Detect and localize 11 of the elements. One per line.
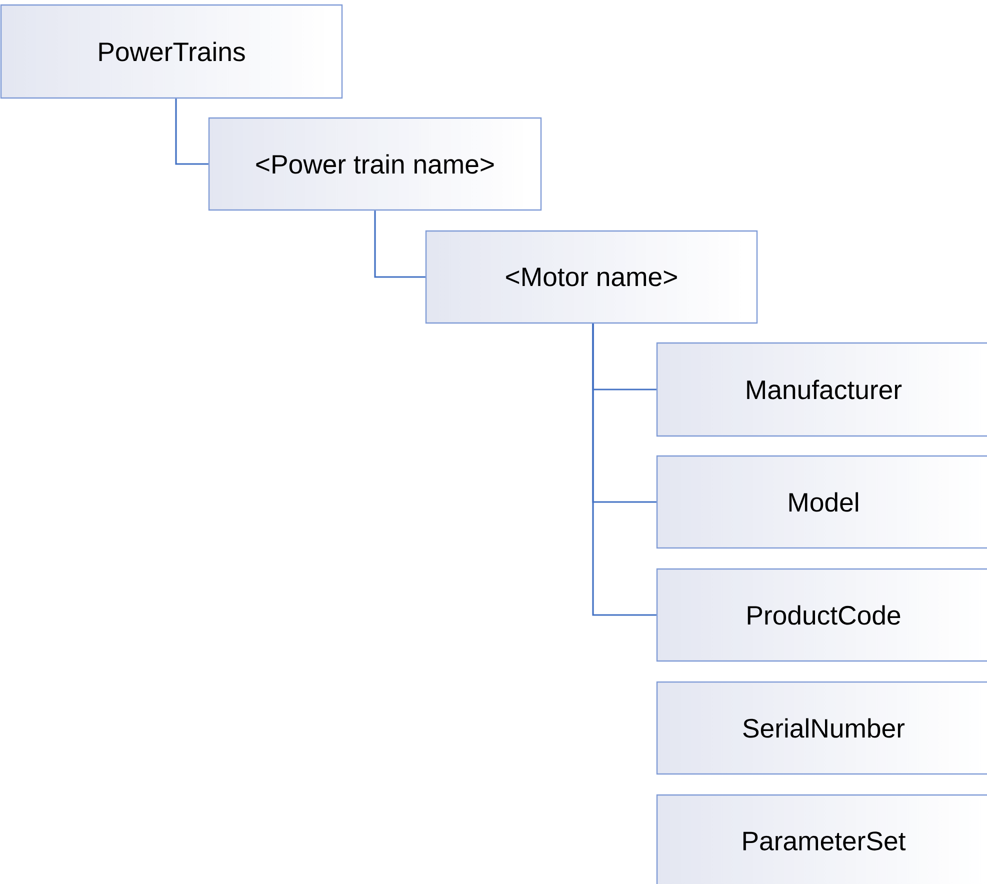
tree-box: <Power train name> — [208, 117, 542, 211]
tree-box: ProductCode — [656, 568, 987, 662]
tree-box: ParameterSet — [656, 794, 987, 884]
tree-box: PowerTrains — [0, 4, 343, 99]
tree-box: <Motor name> — [425, 230, 758, 324]
connector-line — [592, 324, 656, 616]
tree-box: Model — [656, 455, 987, 549]
connector-line — [374, 210, 426, 278]
connector-line — [175, 98, 208, 165]
tree-box: Manufacturer — [656, 342, 987, 437]
tree-box: SerialNumber — [656, 681, 987, 775]
